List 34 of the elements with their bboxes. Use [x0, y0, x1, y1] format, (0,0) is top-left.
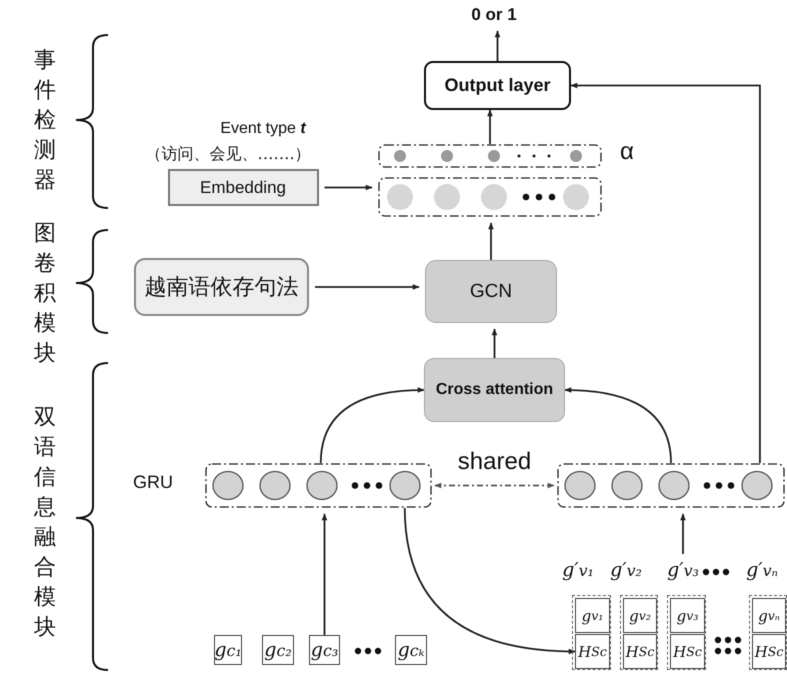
output-box: Output layer: [424, 61, 571, 110]
vector-row: [557, 463, 785, 508]
stacked-box: [667, 595, 706, 670]
heading-text: Event type t: [220, 119, 306, 139]
vector-row: [205, 463, 432, 508]
module-label: 图卷积模块: [33, 220, 57, 366]
arrow: [494, 30, 500, 61]
stacked-box: [620, 595, 658, 670]
arrow: [434, 482, 555, 488]
symbol-label: α: [620, 138, 634, 166]
syntax-box: 越南语依存句法: [134, 258, 309, 316]
arrow: [487, 109, 493, 144]
attention-box: Cross attention: [424, 358, 565, 422]
arrow: [570, 82, 761, 463]
output-label: 0 or 1: [463, 3, 525, 27]
arrow: [492, 328, 498, 358]
stacked-box: [749, 595, 787, 670]
module-label: 事件检测器: [33, 47, 57, 195]
layer-label: GRU: [133, 472, 173, 493]
vector-row: [378, 144, 602, 168]
gcn-box: GCN: [425, 260, 557, 323]
arrow: [322, 513, 328, 635]
arrow: [404, 508, 576, 654]
module-label: 双语信息融合模块: [33, 404, 57, 642]
arrow: [320, 387, 425, 464]
embedding-box: Embedding: [168, 169, 318, 206]
vector-row: [378, 177, 602, 217]
arrow: [680, 513, 686, 554]
example-text: （访问、会见、…….）: [145, 143, 311, 165]
stacked-box: [572, 595, 611, 670]
arrow: [315, 284, 420, 290]
arrow: [324, 184, 373, 190]
arrow: [564, 387, 672, 464]
arrow: [488, 222, 494, 260]
